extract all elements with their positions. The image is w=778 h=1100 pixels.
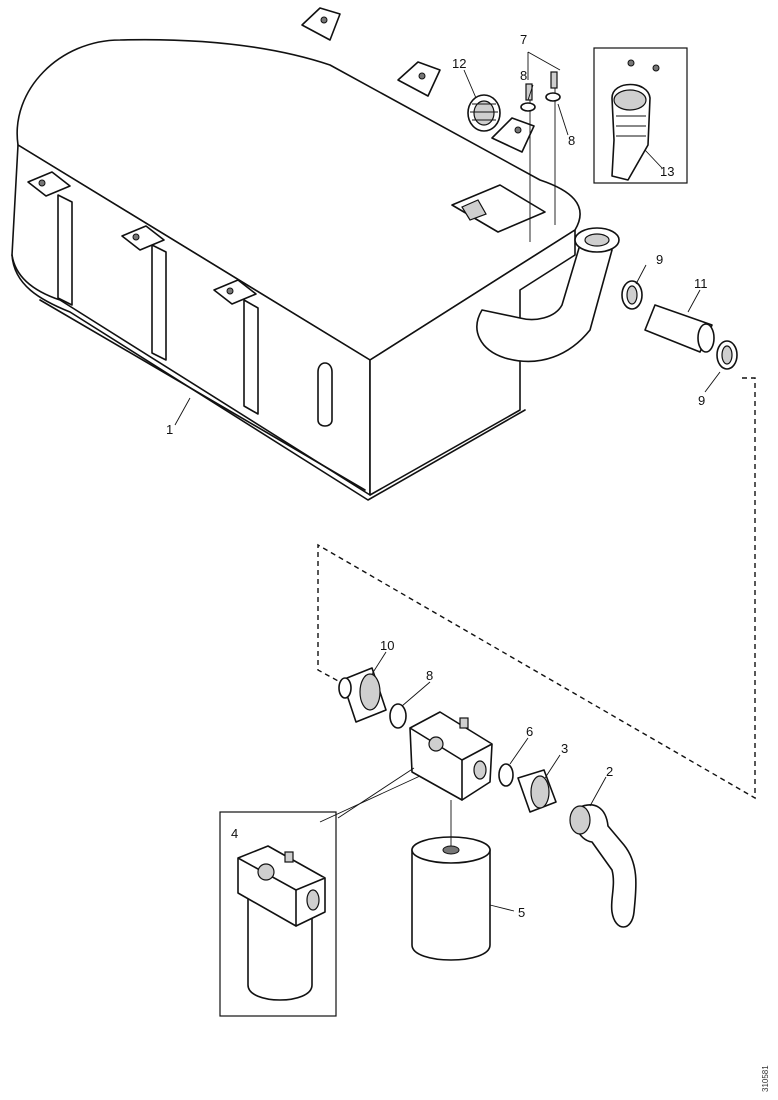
connection-line xyxy=(317,377,756,800)
callout-4: 4 xyxy=(231,826,238,841)
callout-13: 13 xyxy=(660,164,674,179)
callout-9-upper: 9 xyxy=(656,252,663,267)
callout-12: 12 xyxy=(452,56,466,71)
filler-cap-inset xyxy=(593,47,688,184)
callout-10: 10 xyxy=(380,638,394,653)
callout-1: 1 xyxy=(166,422,173,437)
fuel-tank xyxy=(11,7,620,501)
callout-2: 2 xyxy=(606,764,613,779)
callout-9-lower: 9 xyxy=(698,393,705,408)
document-id: 310581 xyxy=(761,1065,770,1092)
callout-leaders xyxy=(174,51,721,912)
callout-6: 6 xyxy=(526,724,533,739)
hose-assembly xyxy=(621,280,738,370)
callout-3: 3 xyxy=(561,741,568,756)
callout-8-top: 8 xyxy=(520,68,527,83)
callout-5: 5 xyxy=(518,905,525,920)
callout-7: 7 xyxy=(520,32,527,47)
callout-11: 11 xyxy=(694,276,708,291)
callout-8-right: 8 xyxy=(568,133,575,148)
callout-8-lower: 8 xyxy=(426,668,433,683)
filter-assembly xyxy=(319,667,637,961)
filter-complete-inset xyxy=(219,811,337,1017)
